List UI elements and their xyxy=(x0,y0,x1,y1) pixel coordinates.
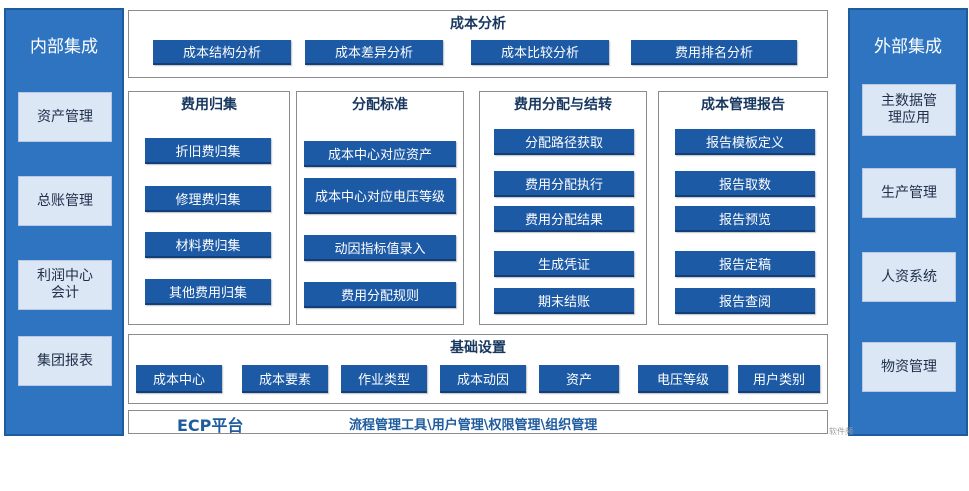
allocation-result-button[interactable]: 费用分配结果 xyxy=(494,206,634,232)
external-item-production[interactable]: 生产管理 xyxy=(862,168,956,218)
voltage-level-button[interactable]: 电压等级 xyxy=(638,365,728,393)
allocation-path-button[interactable]: 分配路径获取 xyxy=(494,129,634,155)
report-view-button[interactable]: 报告查阅 xyxy=(675,288,815,314)
depreciation-collection-button[interactable]: 折旧费归集 xyxy=(145,138,271,164)
allocation-standard-title: 分配标准 xyxy=(352,97,408,113)
cost-analysis-panel: 成本分析 成本结构分析 成本差异分析 成本比较分析 费用排名分析 xyxy=(128,10,828,78)
internal-item-group-report[interactable]: 集团报表 xyxy=(18,336,112,386)
allocation-standard-panel: 分配标准 成本中心对应资产 成本中心对应电压等级 动因指标值录入 费用分配规则 xyxy=(296,91,464,325)
external-item-materials[interactable]: 物资管理 xyxy=(862,342,956,392)
activity-type-button[interactable]: 作业类型 xyxy=(341,365,427,393)
report-template-button[interactable]: 报告模板定义 xyxy=(675,129,815,155)
cost-report-title: 成本管理报告 xyxy=(701,97,785,113)
external-integration-title: 外部集成 xyxy=(874,37,942,57)
driver-value-entry-button[interactable]: 动因指标值录入 xyxy=(304,235,456,261)
user-category-button[interactable]: 用户类别 xyxy=(738,365,820,393)
other-expense-collection-button[interactable]: 其他费用归集 xyxy=(145,279,271,305)
cost-collection-panel: 费用归集 折旧费归集 修理费归集 材料费归集 其他费用归集 xyxy=(128,91,290,325)
ecp-platform-title: ECP平台 xyxy=(177,416,244,435)
generate-voucher-button[interactable]: 生成凭证 xyxy=(494,251,634,277)
cost-analysis-title: 成本分析 xyxy=(450,16,506,32)
basic-settings-title: 基础设置 xyxy=(450,340,506,356)
external-item-master-data[interactable]: 主数据管 理应用 xyxy=(862,84,956,136)
internal-item-profit-center[interactable]: 利润中心 会计 xyxy=(18,260,112,310)
report-preview-button[interactable]: 报告预览 xyxy=(675,206,815,232)
ecp-platform-bar: ECP平台 流程管理工具\用户管理\权限管理\组织管理 xyxy=(128,410,828,435)
cost-center-button[interactable]: 成本中心 xyxy=(136,365,222,393)
ecp-platform-tools: 流程管理工具\用户管理\权限管理\组织管理 xyxy=(349,418,598,433)
cost-collection-title: 费用归集 xyxy=(181,97,237,113)
cost-element-button[interactable]: 成本要素 xyxy=(242,365,328,393)
allocation-transfer-title: 费用分配与结转 xyxy=(514,97,612,113)
cost-comparison-analysis-button[interactable]: 成本比较分析 xyxy=(471,40,609,65)
material-collection-button[interactable]: 材料费归集 xyxy=(145,232,271,258)
expense-allocation-rule-button[interactable]: 费用分配规则 xyxy=(304,282,456,308)
cost-center-asset-button[interactable]: 成本中心对应资产 xyxy=(304,141,456,167)
watermark: 软件频 xyxy=(829,427,853,436)
internal-integration-panel: 内部集成 资产管理 总账管理 利润中心 会计 集团报表 xyxy=(4,8,124,436)
period-end-close-button[interactable]: 期末结账 xyxy=(494,288,634,314)
external-integration-panel: 外部集成 主数据管 理应用 生产管理 人资系统 物资管理 xyxy=(848,8,968,436)
report-finalize-button[interactable]: 报告定稿 xyxy=(675,251,815,277)
repair-collection-button[interactable]: 修理费归集 xyxy=(145,186,271,212)
cost-report-panel: 成本管理报告 报告模板定义 报告取数 报告预览 报告定稿 报告查阅 xyxy=(658,91,828,325)
internal-integration-title: 内部集成 xyxy=(30,37,98,57)
cost-structure-analysis-button[interactable]: 成本结构分析 xyxy=(153,40,291,65)
allocation-execute-button[interactable]: 费用分配执行 xyxy=(494,171,634,197)
cost-variance-analysis-button[interactable]: 成本差异分析 xyxy=(305,40,443,65)
allocation-transfer-panel: 费用分配与结转 分配路径获取 费用分配执行 费用分配结果 生成凭证 期末结账 xyxy=(479,91,647,325)
internal-item-asset-management[interactable]: 资产管理 xyxy=(18,92,112,142)
expense-ranking-analysis-button[interactable]: 费用排名分析 xyxy=(631,40,797,65)
basic-settings-panel: 基础设置 成本中心 成本要素 作业类型 成本动因 资产 电压等级 用户类别 xyxy=(128,334,828,404)
cost-driver-button[interactable]: 成本动因 xyxy=(440,365,526,393)
asset-button[interactable]: 资产 xyxy=(539,365,619,393)
report-fetch-button[interactable]: 报告取数 xyxy=(675,171,815,197)
external-item-hr-system[interactable]: 人资系统 xyxy=(862,252,956,302)
internal-item-general-ledger[interactable]: 总账管理 xyxy=(18,176,112,226)
cost-center-voltage-button[interactable]: 成本中心对应电压等级 xyxy=(304,178,456,214)
